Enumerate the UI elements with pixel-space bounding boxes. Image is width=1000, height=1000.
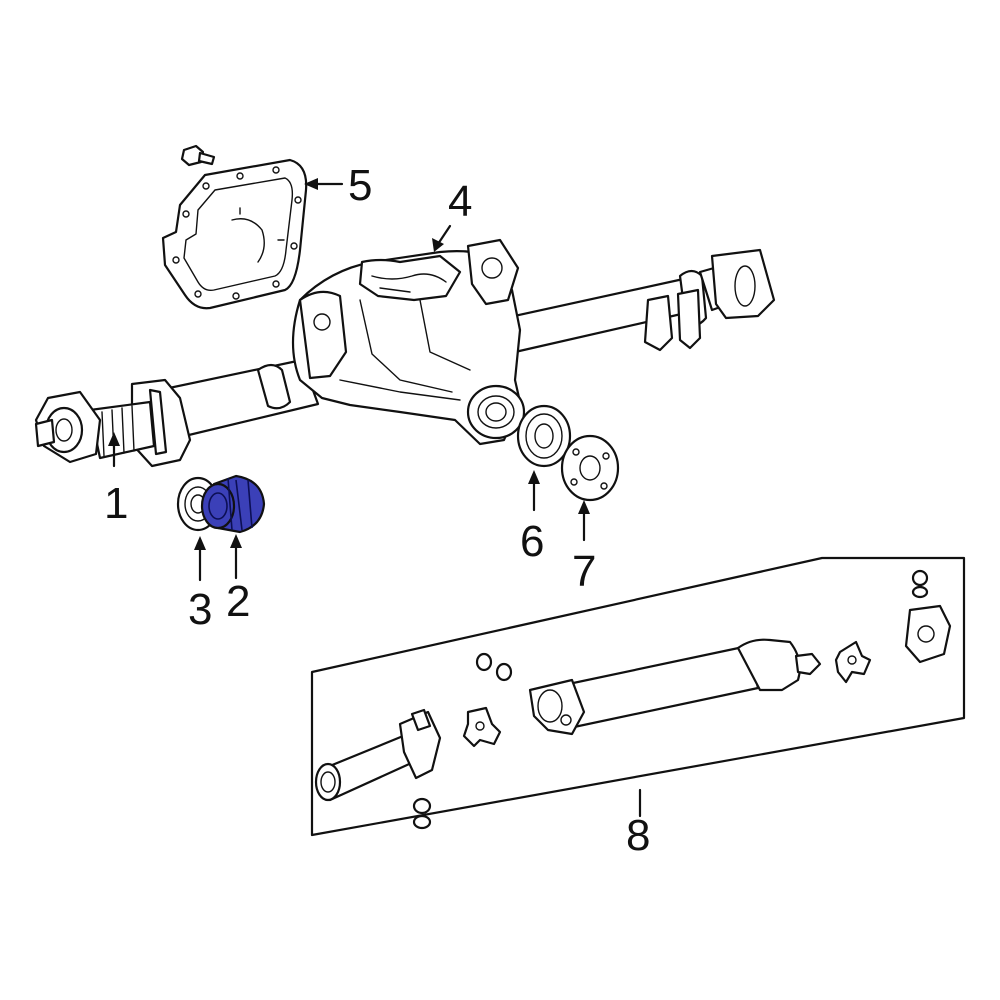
callout-7[interactable]: 7 (572, 547, 596, 596)
driveshaft-assembly[interactable] (314, 569, 952, 830)
callout-6[interactable]: 6 (520, 517, 544, 566)
callout-5[interactable]: 5 (348, 161, 372, 210)
pinion-seal[interactable] (516, 404, 572, 468)
pinion-bearing[interactable] (200, 474, 266, 534)
leader-lines (108, 178, 642, 818)
cover-bolt[interactable] (180, 144, 216, 167)
callout-1[interactable]: 1 (104, 479, 128, 528)
callout-2[interactable]: 2 (226, 577, 250, 626)
pinion-flange[interactable] (560, 434, 620, 502)
differential-cover[interactable] (161, 158, 308, 310)
axle-housing[interactable] (34, 238, 776, 468)
callout-3[interactable]: 3 (188, 585, 212, 634)
callout-8[interactable]: 8 (626, 811, 650, 860)
callout-4[interactable]: 4 (448, 177, 472, 226)
